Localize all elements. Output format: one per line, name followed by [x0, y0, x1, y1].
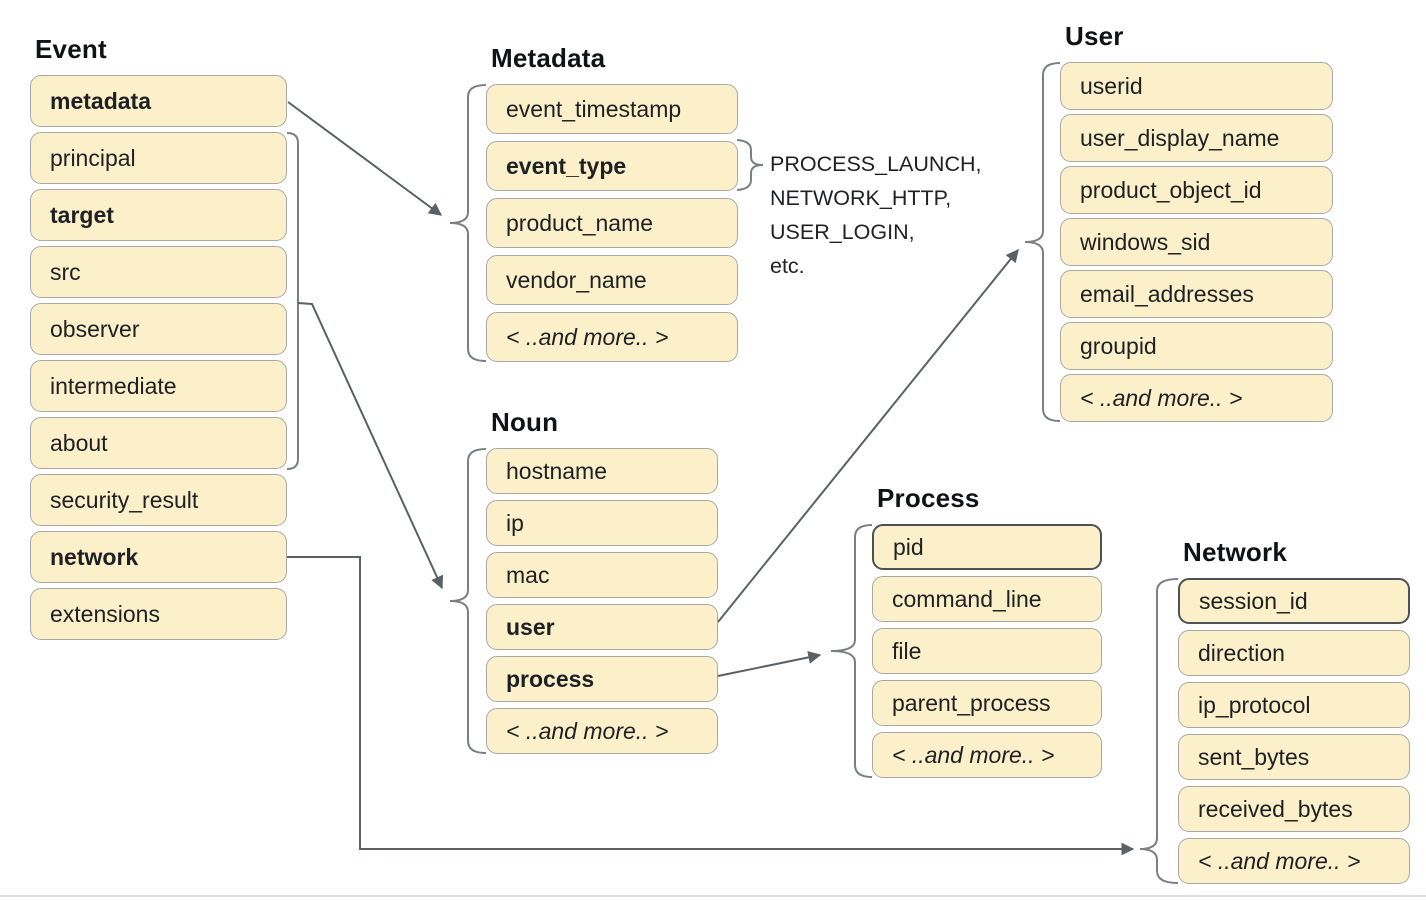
field-metadata-vendor-name: vendor_name: [486, 255, 738, 305]
field-event-about: about: [30, 417, 287, 469]
event-type-examples: PROCESS_LAUNCH, NETWORK_HTTP, USER_LOGIN…: [770, 147, 981, 283]
group-title-process: Process: [877, 483, 980, 513]
field-noun-mac: mac: [486, 552, 718, 598]
field-metadata-and-more: < ..and more.. >: [486, 312, 738, 362]
field-metadata-event-timestamp: event_timestamp: [486, 84, 738, 134]
event-type-example-line: NETWORK_HTTP,: [770, 186, 952, 210]
field-event-target: target: [30, 189, 287, 241]
event-type-example-line: PROCESS_LAUNCH,: [770, 152, 982, 176]
field-event-principal: principal: [30, 132, 287, 184]
field-network-sent-bytes: sent_bytes: [1178, 734, 1410, 780]
field-noun-and-more: < ..and more.. >: [486, 708, 718, 754]
field-user-and-more: < ..and more.. >: [1060, 374, 1333, 422]
field-process-file: file: [872, 628, 1102, 674]
field-process-parent-process: parent_process: [872, 680, 1102, 726]
group-process: Process pid command_line file parent_pro…: [872, 482, 1102, 778]
arrow-noun-user-to-user-group: [717, 248, 1019, 623]
field-user-windows-sid: windows_sid: [1060, 218, 1333, 266]
field-metadata-event-type: event_type: [486, 141, 738, 191]
field-noun-user: user: [486, 604, 718, 650]
field-noun-process: process: [486, 656, 718, 702]
arrow-event-nouns-to-noun-group: [297, 302, 444, 590]
group-event-items: metadata principal target src observer i…: [30, 75, 287, 640]
field-network-direction: direction: [1178, 630, 1410, 676]
field-process-and-more: < ..and more.. >: [872, 732, 1102, 778]
brace-network-group: [1139, 578, 1179, 884]
field-process-command-line: command_line: [872, 576, 1102, 622]
field-user-product-object-id: product_object_id: [1060, 166, 1333, 214]
group-metadata-items: event_timestamp event_type product_name …: [486, 84, 738, 362]
brace-event-type-values: [736, 139, 764, 191]
field-event-observer: observer: [30, 303, 287, 355]
arrow-noun-process-to-process-group: [717, 650, 822, 677]
field-event-src: src: [30, 246, 287, 298]
group-event: Event metadata principal target src obse…: [30, 33, 287, 640]
field-user-email-addresses: email_addresses: [1060, 270, 1333, 318]
field-network-and-more: < ..and more.. >: [1178, 838, 1410, 884]
event-type-example-line: USER_LOGIN,: [770, 220, 915, 244]
group-noun: Noun hostname ip mac user process < ..an…: [486, 406, 718, 754]
group-metadata: Metadata event_timestamp event_type prod…: [486, 42, 738, 362]
group-user-items: userid user_display_name product_object_…: [1060, 62, 1333, 422]
field-network-ip-protocol: ip_protocol: [1178, 682, 1410, 728]
field-event-intermediate: intermediate: [30, 360, 287, 412]
brace-user-group: [1024, 62, 1061, 422]
group-user: User userid user_display_name product_ob…: [1060, 20, 1333, 422]
field-noun-ip: ip: [486, 500, 718, 546]
field-user-groupid: groupid: [1060, 322, 1333, 370]
field-network-session-id: session_id: [1178, 578, 1410, 624]
field-network-received-bytes: received_bytes: [1178, 786, 1410, 832]
field-event-security-result: security_result: [30, 474, 287, 526]
event-type-example-line: etc.: [770, 254, 805, 278]
group-process-items: pid command_line file parent_process < .…: [872, 524, 1102, 778]
group-title-network: Network: [1183, 537, 1287, 567]
group-noun-items: hostname ip mac user process < ..and mor…: [486, 448, 718, 754]
brace-noun-group: [449, 448, 487, 754]
field-event-extensions: extensions: [30, 588, 287, 640]
bracket-event-nouns: [286, 132, 299, 470]
group-title-noun: Noun: [491, 407, 559, 437]
field-event-metadata: metadata: [30, 75, 287, 127]
field-process-pid: pid: [872, 524, 1102, 570]
field-user-userid: userid: [1060, 62, 1333, 110]
group-title-user: User: [1065, 21, 1124, 51]
arrow-metadata-to-metadata-group: [287, 101, 443, 216]
brace-process-group: [830, 524, 873, 778]
group-title-metadata: Metadata: [491, 43, 606, 73]
group-network: Network session_id direction ip_protocol…: [1178, 536, 1410, 884]
group-network-items: session_id direction ip_protocol sent_by…: [1178, 578, 1410, 884]
group-title-event: Event: [35, 34, 107, 64]
brace-metadata-group: [449, 84, 487, 362]
field-event-network: network: [30, 531, 287, 583]
bottom-divider: [0, 895, 1426, 897]
arrow-event-network-to-network-group: [287, 556, 1135, 856]
field-user-user-display-name: user_display_name: [1060, 114, 1333, 162]
field-metadata-product-name: product_name: [486, 198, 738, 248]
field-noun-hostname: hostname: [486, 448, 718, 494]
